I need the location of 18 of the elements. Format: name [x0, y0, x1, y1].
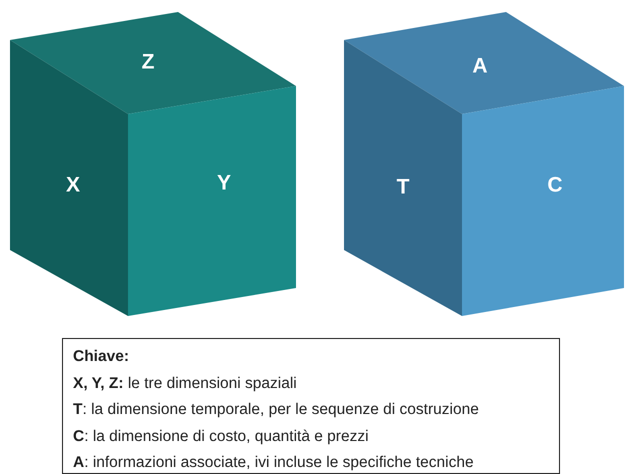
cube-face: [344, 40, 462, 316]
key-box: [62, 338, 560, 474]
cube-face: [462, 86, 624, 316]
face-label: C: [547, 174, 563, 196]
face-label: X: [66, 174, 80, 196]
cube-face: [10, 40, 128, 316]
face-label: A: [472, 56, 488, 76]
cube-face: [344, 12, 624, 114]
key-entry: X, Y, Z: le tre dimensioni spaziali: [73, 374, 298, 394]
face-label: T: [396, 176, 410, 198]
key-entry: A: informazioni associate, ivi incluse le specifiche tecniche: [73, 453, 475, 473]
cube-face: [128, 86, 296, 316]
key-heading: Chiave:: [73, 347, 130, 367]
face-label: Y: [217, 172, 231, 194]
key-entry: C: la dimensione di costo, quantità e prezzi: [73, 426, 370, 446]
key-entry: T: la dimensione temporale, per le sequenze di costruzione: [73, 400, 480, 420]
face-label: Z: [142, 52, 154, 72]
cube-face: [10, 12, 296, 114]
